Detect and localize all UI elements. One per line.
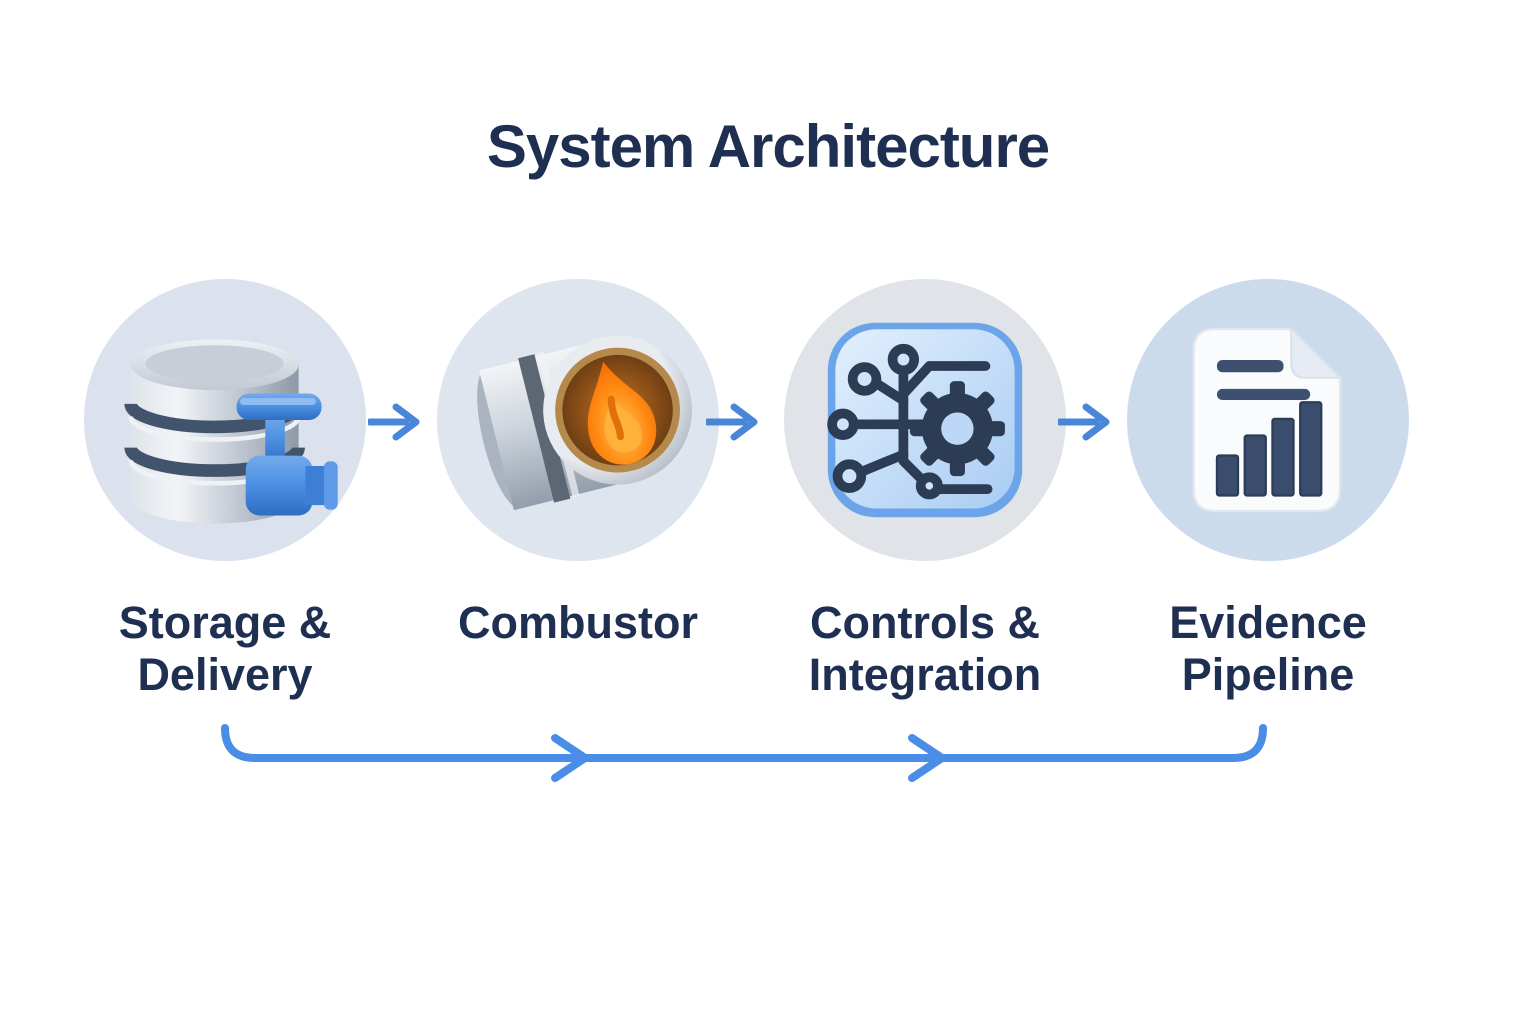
report-document-icon [1157,309,1379,531]
arrow-right-icon [704,402,762,447]
stage-label-controls-integration: Controls & Integration [808,597,1042,700]
stage-controls-integration: Controls & Integration [775,279,1075,701]
stage-bubble [784,279,1066,561]
bottom-flow-arrow [200,706,1300,791]
combustor-flame-icon [458,300,698,540]
stage-label-combustor: Combustor [458,597,698,648]
stage-storage-delivery: Storage & Delivery [75,279,375,701]
stage-bubble [1127,279,1409,561]
circuit-gear-icon [817,312,1033,528]
arrow-right-icon [1056,402,1114,447]
arrow-right-icon [366,402,424,447]
stage-combustor: Combustor [428,279,728,649]
diagram-title: System Architecture [486,113,1050,180]
stage-label-storage-delivery: Storage & Delivery [118,597,332,700]
stage-bubble [437,279,719,561]
stage-evidence-pipeline: Evidence Pipeline [1118,279,1418,701]
stage-label-evidence-pipeline: Evidence Pipeline [1169,597,1367,700]
database-valve-icon [110,305,340,535]
stage-bubble [84,279,366,561]
